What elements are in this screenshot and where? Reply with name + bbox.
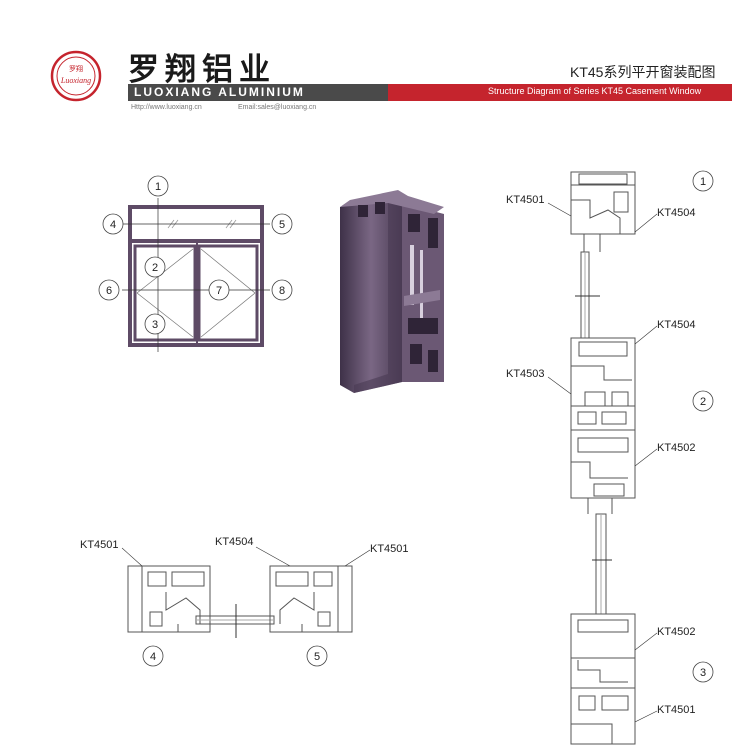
elevation-callout-6: 6 (98, 279, 120, 301)
section-marker-2: 2 (692, 390, 714, 412)
elevation-callout-4: 4 (102, 213, 124, 235)
elevation-callout-7: 7 (208, 279, 230, 301)
elevation-callout-8: 8 (271, 279, 293, 301)
label-kt4504-top: KT4504 (657, 207, 696, 219)
section-marker-1: 1 (692, 170, 714, 192)
label-kt4503: KT4503 (506, 368, 545, 380)
label-kt4504-mid: KT4504 (657, 319, 696, 331)
svg-text:8: 8 (279, 285, 285, 297)
svg-text:1: 1 (155, 181, 161, 193)
diagram-title-en: Structure Diagram of Series KT45 Casemen… (488, 86, 702, 96)
svg-text:5: 5 (314, 651, 320, 663)
outer-frame (128, 205, 264, 347)
right-sash (197, 244, 259, 342)
label-kt4501-bottom: KT4501 (657, 704, 696, 716)
label-kt4501-top: KT4501 (506, 194, 545, 206)
elevation-callout-2: 2 (144, 256, 166, 278)
left-sash (133, 244, 197, 342)
horizontal-section-labels: KT4501 KT4504 KT4501 4 5 (80, 536, 409, 667)
header-bar-dark (128, 84, 388, 101)
label-kt4504-center: KT4504 (215, 536, 254, 548)
brand-name-en: LUOXIANG ALUMINIUM (134, 85, 305, 99)
svg-text:6: 6 (106, 285, 112, 297)
section-marker-4: 4 (142, 645, 164, 667)
svg-text:3: 3 (152, 319, 158, 331)
svg-text:4: 4 (150, 651, 156, 663)
website-text: Http://www.luoxiang.cn (131, 104, 202, 111)
email-text: Email:sales@luoxiang.cn (238, 104, 317, 111)
window-elevation: 1 4 5 2 6 7 8 3 (98, 175, 293, 352)
elevation-callout-1: 1 (147, 175, 169, 197)
elevation-callout-3: 3 (144, 313, 166, 335)
label-kt4501-left: KT4501 (80, 539, 119, 551)
svg-text:2: 2 (152, 262, 158, 274)
profile-3d-render (340, 190, 444, 393)
svg-text:3: 3 (700, 667, 706, 679)
svg-text:1: 1 (700, 176, 706, 188)
logo-text-top: 罗翔 (69, 64, 83, 73)
svg-text:4: 4 (110, 219, 116, 231)
svg-text:5: 5 (279, 219, 285, 231)
label-kt4501-right: KT4501 (370, 543, 409, 555)
svg-text:7: 7 (216, 285, 222, 297)
section-marker-5: 5 (306, 645, 328, 667)
header-bar-red (388, 84, 732, 101)
label-kt4502-bottom: KT4502 (657, 626, 696, 638)
horizontal-section (127, 565, 353, 638)
diagram-title-cn: KT45系列平开窗装配图 (570, 64, 716, 80)
vertical-section-labels: KT4501 KT4504 KT4504 KT4503 KT4502 KT450… (506, 170, 714, 723)
svg-text:2: 2 (700, 396, 706, 408)
company-logo: 罗翔 Luoxiang (50, 50, 102, 102)
elevation-callout-5: 5 (271, 213, 293, 235)
brand-name-cn: 罗翔铝业 (128, 52, 276, 88)
logo-text-script: Luoxiang (60, 76, 91, 85)
section-marker-3: 3 (692, 661, 714, 683)
label-kt4502-mid: KT4502 (657, 442, 696, 454)
vertical-section (570, 171, 636, 745)
